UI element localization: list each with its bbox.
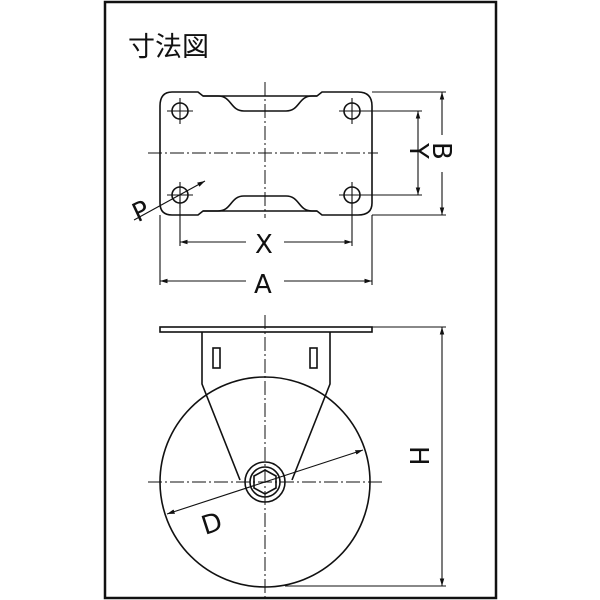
top-plate-view (148, 82, 378, 218)
dimension-b: B (372, 91, 456, 216)
dimension-h: H (285, 326, 446, 587)
drawing-frame (103, 0, 498, 600)
dimension-a: A (159, 215, 373, 300)
svg-text:A: A (254, 270, 272, 300)
svg-text:Y: Y (403, 142, 433, 159)
caster-side-view (148, 315, 385, 598)
svg-text:P: P (128, 195, 155, 229)
svg-text:B: B (426, 142, 456, 160)
drawing-title: 寸法図 (128, 32, 209, 63)
svg-text:D: D (198, 507, 226, 542)
dimension-x: X (179, 200, 353, 260)
dimension-p: P (128, 180, 206, 229)
dimension-y: Y (352, 110, 433, 196)
svg-text:X: X (255, 230, 273, 260)
mount-hole (167, 98, 193, 124)
svg-text:H: H (403, 446, 433, 466)
